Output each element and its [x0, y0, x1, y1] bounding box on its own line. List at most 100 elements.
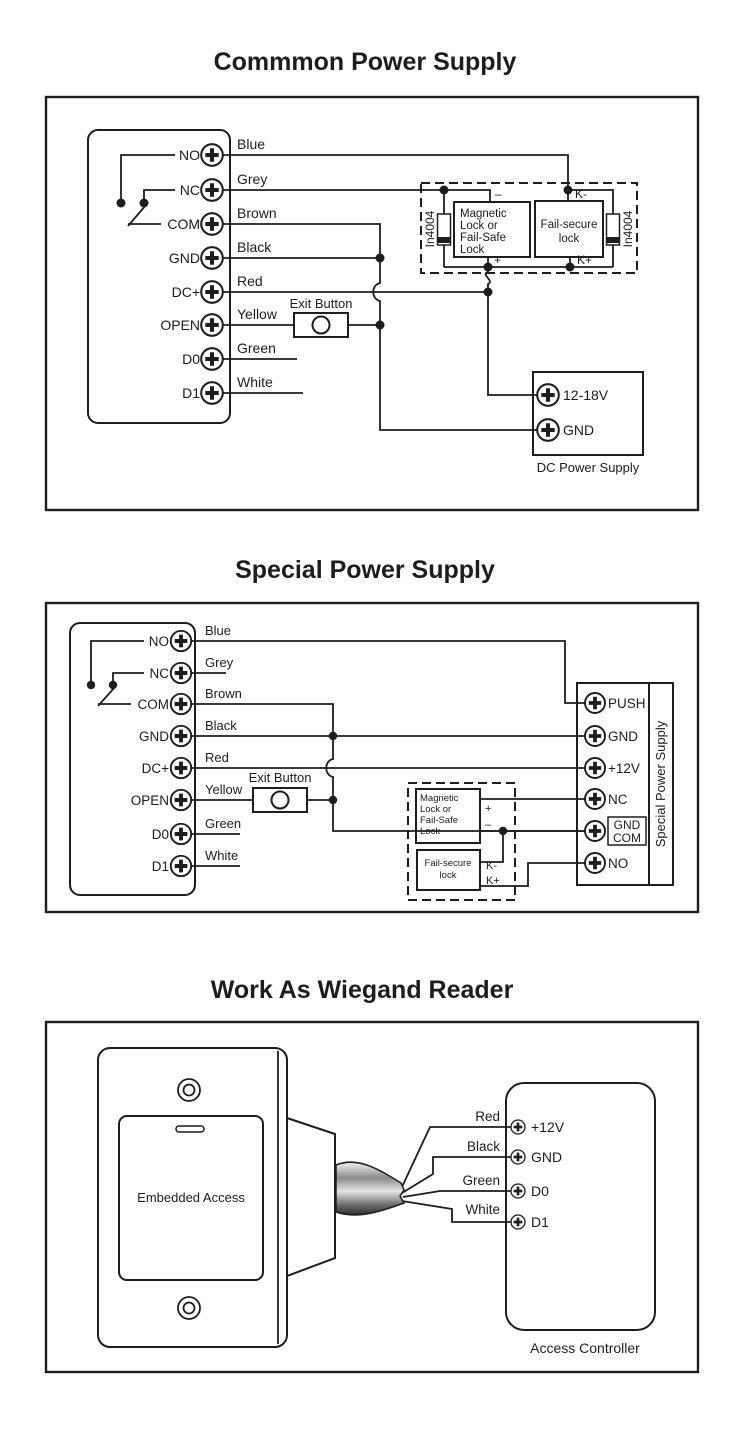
wire-label: Blue [205, 623, 231, 638]
screw-terminal-icon [169, 854, 193, 878]
screw-hole-outer [177, 1078, 201, 1102]
reader-device: Embedded Access [97, 1047, 336, 1348]
wire-color-labels: Red Black Green White [462, 1109, 500, 1217]
screw-terminal-icon [536, 418, 560, 442]
screw-terminal-icon [169, 724, 193, 748]
relay-switch-lines [90, 640, 144, 707]
section-title-special: Special Power Supply [235, 556, 495, 584]
psu-gnd-label: GND [563, 422, 594, 438]
magnetic-lock-line: Lock or [460, 220, 498, 232]
terminal-label: NO [179, 147, 200, 163]
magnetic-lock-line: Fail-Safe [420, 815, 458, 826]
exit-button-label: Exit Button [290, 296, 353, 311]
junction-dot [498, 826, 508, 836]
controller-terminal-labels: NO NC COM GND DC+ OPEN D0 D1 [131, 634, 170, 874]
wire-label: White [465, 1202, 500, 1217]
gnd-com-line: GND [614, 818, 641, 832]
screw-hole-bottom-icon [177, 1296, 201, 1320]
screw-terminal-icon [169, 692, 193, 716]
screw-terminal-icon [584, 757, 606, 779]
wire-blue [212, 154, 569, 190]
access-controller-block [87, 129, 231, 424]
screw-terminal-icon [584, 852, 606, 874]
wire-label: Yellow [205, 782, 243, 797]
diode-right-leads [568, 189, 614, 267]
screw-hole-inner [182, 1301, 196, 1315]
k-plus-terminal-label: K+ [577, 253, 592, 267]
reader-panel [118, 1115, 264, 1281]
screw-terminal-icon [510, 1183, 526, 1199]
special-supply-side-panel [648, 682, 674, 886]
magnetic-lock-line: Magnetic [460, 208, 507, 220]
exit-button [293, 312, 349, 338]
exit-button [252, 787, 308, 813]
psu-caption: DC Power Supply [537, 460, 640, 475]
supply-terminal-label: GND [608, 729, 638, 744]
wire-label: Red [475, 1109, 500, 1124]
section-border-common [44, 95, 700, 512]
fail-secure-lock-label: Fail-secure lock [425, 858, 472, 881]
terminal-label: D1 [531, 1214, 549, 1230]
terminal-label: DC+ [142, 761, 169, 776]
reader-side-mount [286, 1116, 336, 1278]
fail-secure-line: lock [559, 233, 580, 245]
screw-terminal-icon [200, 347, 224, 371]
terminal-label: GND [531, 1149, 562, 1165]
screw-terminal-icon [169, 822, 193, 846]
screw-terminal-icon [510, 1119, 526, 1135]
screw-terminal-icon [169, 756, 193, 780]
gnd-com-box [607, 816, 647, 846]
screw-terminal-icon [169, 788, 193, 812]
diode-right-band [606, 237, 620, 243]
junction-dot [375, 253, 385, 263]
section-border-special [44, 601, 700, 914]
screw-hole-top-icon [177, 1078, 201, 1102]
wire-color-labels: Blue Grey Brown Black Red Yellow Green W… [205, 623, 243, 863]
diode-left [436, 190, 452, 267]
screw-terminal-icon [200, 246, 224, 270]
exit-button-icon [270, 790, 290, 810]
relay-switch-symbol [116, 154, 175, 227]
magnetic-lock-line: Lock [460, 244, 485, 256]
section-title-wiegand: Work As Wiegand Reader [211, 976, 514, 1004]
terminal-label: D1 [152, 859, 169, 874]
supply-terminal-label: NC [608, 792, 628, 807]
wire-label: Brown [237, 205, 277, 221]
supply-terminal-label: NO [608, 856, 628, 871]
supply-terminal-label: +12V [608, 761, 640, 776]
screw-terminal-icon [200, 212, 224, 236]
screw-terminal-icon [510, 1149, 526, 1165]
exit-button-icon [311, 315, 331, 335]
screw-terminal-icon [169, 629, 193, 653]
wire-label: Black [467, 1139, 500, 1154]
terminal-label: D1 [182, 385, 200, 401]
reader-led-slot [175, 1125, 205, 1133]
minus-terminal-label: – [495, 187, 502, 201]
fail-secure-line: Fail-secure [425, 858, 472, 869]
screw-terminal-icon [584, 692, 606, 714]
fail-secure-lock-box [416, 849, 481, 891]
wire-label: Brown [205, 686, 242, 701]
supply-terminal-labels: PUSH GND +12V NC NO [608, 696, 646, 871]
access-controller-block [69, 622, 196, 896]
magnetic-lock-label: Magnetic Lock or Fail-Safe Lock [420, 793, 459, 837]
k-plus-terminal-label: K+ [486, 875, 500, 887]
wire-label: Blue [237, 136, 265, 152]
wire-green [402, 1190, 518, 1198]
wire-label: Green [205, 816, 241, 831]
cable-bundle [335, 1161, 406, 1216]
wire-branch-to-k-minus [480, 831, 504, 863]
terminal-label: NC [180, 182, 200, 198]
magnetic-lock-box [453, 201, 531, 258]
magnetic-lock-label: Magnetic Lock or Fail-Safe Lock [460, 208, 507, 256]
screw-terminal-icon [510, 1214, 526, 1230]
junction-dot [328, 731, 338, 741]
controller-terminal-labels: +12V GND D0 D1 [531, 1119, 565, 1230]
terminal-label: D0 [152, 827, 169, 842]
junction-dot [565, 262, 575, 272]
screw-terminal-icon [584, 788, 606, 810]
terminal-label: +12V [531, 1119, 565, 1135]
wire-k-plus-to-no [480, 862, 595, 887]
junction-dot [328, 795, 338, 805]
fail-secure-line: lock [440, 870, 457, 881]
